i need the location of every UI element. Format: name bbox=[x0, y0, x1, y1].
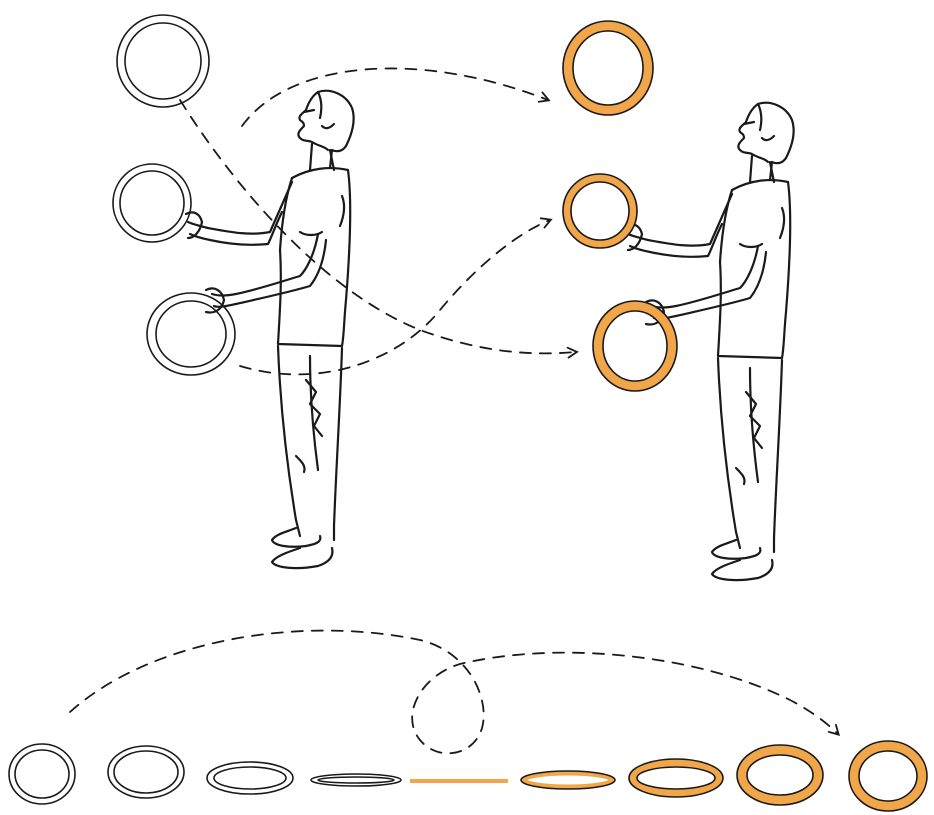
sequence-ring-2 bbox=[108, 746, 184, 798]
bottom-trajectory-arrow bbox=[70, 631, 838, 754]
bottom-ring-sequence bbox=[9, 741, 927, 811]
right-ring-bottom bbox=[593, 301, 677, 391]
left-ring-bottom bbox=[147, 293, 235, 375]
left-juggler-figure bbox=[186, 91, 354, 568]
left-ring-top bbox=[117, 15, 209, 107]
sequence-ring-8 bbox=[737, 745, 823, 805]
sequence-ring-1 bbox=[9, 744, 75, 804]
sequence-ring-4 bbox=[311, 774, 401, 786]
sequence-ring-6 bbox=[521, 771, 615, 789]
sequence-ring-7 bbox=[629, 759, 723, 797]
sequence-ring-9 bbox=[849, 741, 927, 811]
right-ring-top bbox=[563, 21, 653, 115]
right-juggler-figure bbox=[626, 103, 794, 580]
left-ring-middle bbox=[113, 164, 191, 242]
top-trajectory-arrows bbox=[180, 68, 576, 374]
sequence-ring-3 bbox=[207, 762, 293, 794]
right-ring-middle bbox=[563, 174, 637, 248]
